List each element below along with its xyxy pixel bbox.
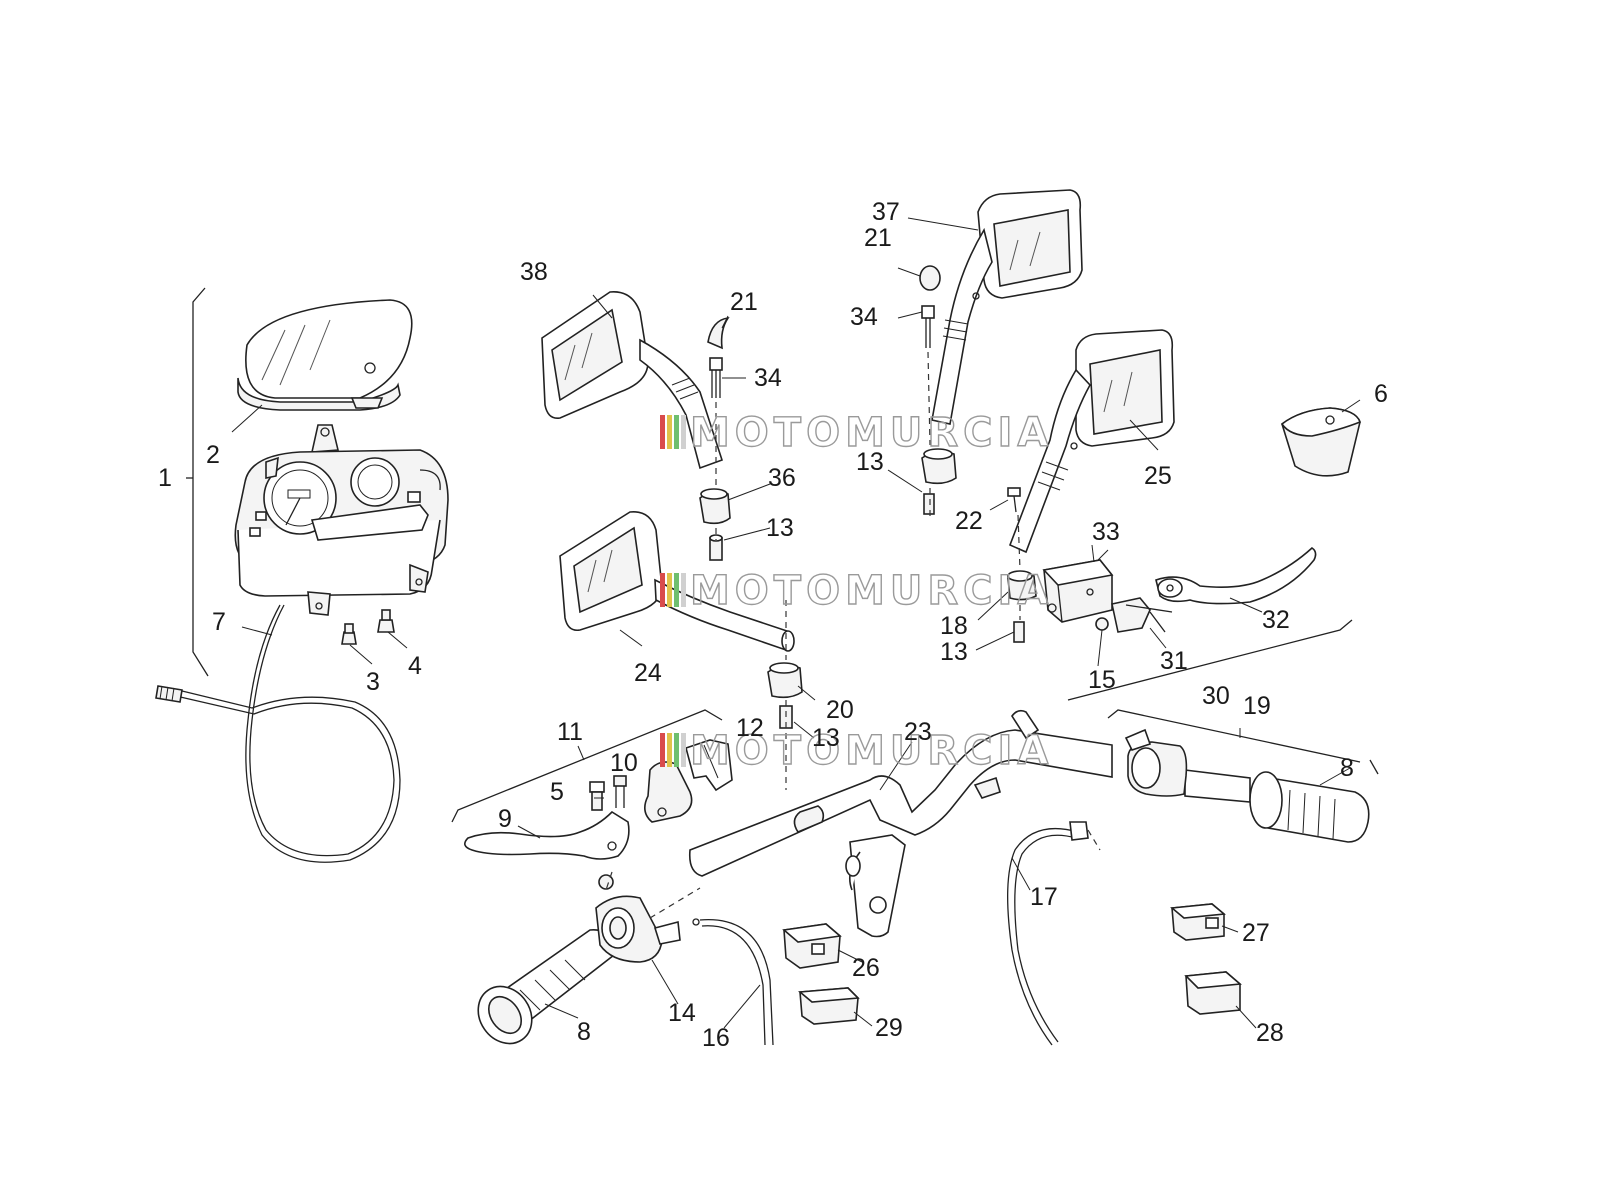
callout-32: 32 xyxy=(1262,606,1290,634)
screw-34b xyxy=(921,305,935,348)
callout-6: 6 xyxy=(1374,380,1388,408)
callout-13d: 13 xyxy=(940,638,968,666)
callout-26: 26 xyxy=(852,954,880,982)
svg-text:MOTOMURCIA: MOTOMURCIA xyxy=(690,728,1053,774)
switch-31 xyxy=(1111,597,1166,633)
leader-lines xyxy=(231,217,1361,1029)
screw-34a xyxy=(709,357,723,398)
throttle-14 xyxy=(595,874,681,963)
spacer-18 xyxy=(1007,570,1037,601)
callout-8a: 8 xyxy=(577,1018,591,1046)
callout-10: 10 xyxy=(610,749,638,777)
callout-13c: 13 xyxy=(812,724,840,752)
callout-8b: 8 xyxy=(1340,754,1354,782)
switch-27 xyxy=(1170,903,1226,941)
mirror-38 xyxy=(541,291,723,470)
callout-5: 5 xyxy=(550,778,564,806)
callout-4: 4 xyxy=(408,652,422,680)
callout-11: 11 xyxy=(557,718,583,746)
callout-36: 36 xyxy=(768,464,796,492)
spacer-13c xyxy=(923,493,935,515)
adapter-20 xyxy=(767,662,803,699)
callout-29: 29 xyxy=(875,1014,903,1042)
svg-text:MOTOMURCIA: MOTOMURCIA xyxy=(690,568,1053,614)
callout-24: 24 xyxy=(634,659,662,687)
callout-28: 28 xyxy=(1256,1019,1284,1047)
throttle-cable-16 xyxy=(692,918,774,1046)
instrument-cluster xyxy=(234,424,449,616)
callout-33: 33 xyxy=(1092,518,1120,546)
callout-25: 25 xyxy=(1144,462,1172,490)
callout-13b: 13 xyxy=(856,448,884,476)
callout-21a: 21 xyxy=(730,288,758,316)
brake-lever-32 xyxy=(1125,546,1317,613)
callout-19: 19 xyxy=(1243,692,1271,720)
spacer-13d xyxy=(1013,621,1025,643)
grip-8-right xyxy=(1249,771,1370,843)
switch-28 xyxy=(1184,971,1242,1015)
group-bracket-1 xyxy=(186,287,209,677)
callout-16: 16 xyxy=(702,1024,730,1052)
callout-31: 31 xyxy=(1160,647,1188,675)
callout-17: 17 xyxy=(1030,883,1058,911)
callout-34b: 34 xyxy=(850,303,878,331)
switch-26 xyxy=(782,923,842,969)
bulb-4 xyxy=(377,609,395,633)
group-brackets xyxy=(451,619,1379,823)
screw-10 xyxy=(613,775,627,808)
bulb-3 xyxy=(341,623,357,645)
callout-3: 3 xyxy=(366,668,380,696)
callout-2: 2 xyxy=(206,441,220,469)
callout-14: 14 xyxy=(668,999,696,1027)
callout-1: 1 xyxy=(158,464,172,492)
part-6 xyxy=(1280,407,1361,477)
speedometer-cable xyxy=(155,604,401,863)
callout-34a: 34 xyxy=(754,364,782,392)
callout-15: 15 xyxy=(1088,666,1116,694)
watermark-logo-bottom: MOTOMURCIA xyxy=(660,727,1053,775)
callout-12: 12 xyxy=(736,714,764,742)
callout-7: 7 xyxy=(212,608,226,636)
bolt-5 xyxy=(589,781,605,811)
master-cylinder-33 xyxy=(1042,544,1114,623)
instrument-cover-glass xyxy=(237,299,413,411)
clutch-lever-9 xyxy=(464,810,630,860)
cable-17 xyxy=(1007,821,1089,1046)
cap-21b xyxy=(919,265,941,291)
callout-13a: 13 xyxy=(766,514,794,542)
callout-labels: 1 2 3 4 5 6 7 8 8 9 10 11 12 13 13 13 13… xyxy=(158,198,1388,1052)
callout-38: 38 xyxy=(520,258,548,286)
watermark-logo-top: MOTOMURCIA xyxy=(660,409,1053,457)
callout-27: 27 xyxy=(1242,919,1270,947)
watermark-logo-middle: MOTOMURCIA xyxy=(660,567,1053,615)
assembly-lines xyxy=(605,351,1101,919)
svg-text:MOTOMURCIA: MOTOMURCIA xyxy=(690,410,1053,456)
switch-housing-19 xyxy=(1124,728,1188,797)
callout-30: 30 xyxy=(1202,682,1230,710)
callout-20: 20 xyxy=(826,696,854,724)
mirror-37 xyxy=(931,189,1083,425)
callout-22: 22 xyxy=(955,507,983,535)
grip-8-left xyxy=(477,928,615,1045)
callout-18: 18 xyxy=(940,612,968,640)
switch-29 xyxy=(797,987,860,1025)
callout-37: 37 xyxy=(872,198,900,226)
adapter-36 xyxy=(699,488,731,525)
mirror-25 xyxy=(1008,329,1175,554)
callout-9: 9 xyxy=(498,805,512,833)
screw-22 xyxy=(1007,487,1021,513)
callout-23: 23 xyxy=(904,718,932,746)
callout-21b: 21 xyxy=(864,224,892,252)
screw-15 xyxy=(1095,617,1109,631)
mirror-24 xyxy=(559,511,795,652)
adapter-13c xyxy=(921,448,957,485)
spacer-13a xyxy=(709,534,723,561)
handlebar xyxy=(688,709,1251,938)
